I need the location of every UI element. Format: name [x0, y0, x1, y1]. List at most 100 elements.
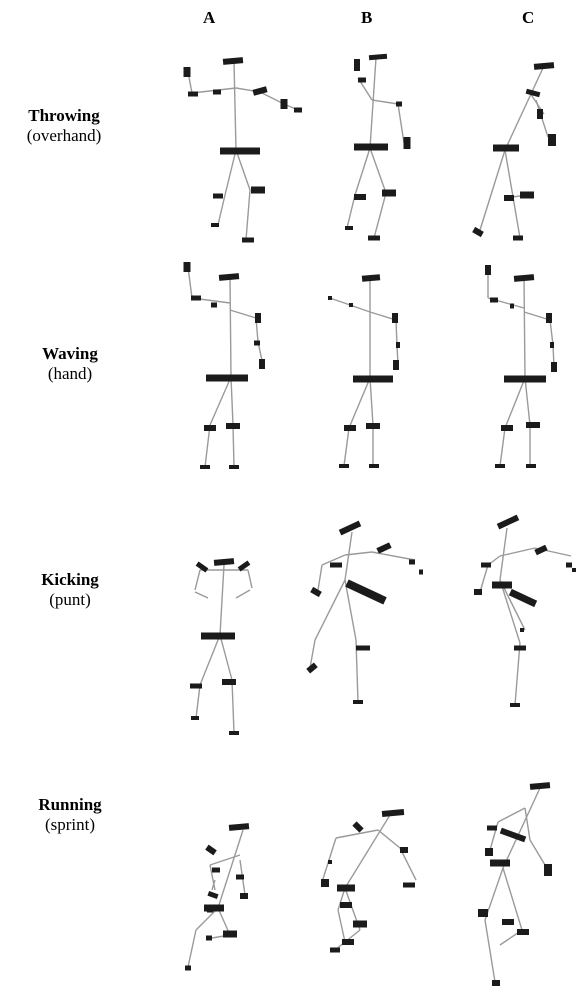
row-label-kicking-name: Kicking [41, 570, 99, 589]
joint-marker [207, 890, 219, 900]
bone-segment [497, 807, 526, 823]
bone-segment [479, 149, 506, 231]
joint-marker [280, 99, 288, 109]
joint-marker [201, 632, 235, 640]
bone-segment [194, 569, 201, 591]
joint-marker [382, 189, 396, 197]
joint-marker [403, 137, 411, 149]
bone-segment [187, 266, 193, 299]
bone-segment [369, 311, 397, 321]
joint-marker [492, 581, 512, 589]
joint-marker [213, 193, 223, 199]
joint-marker [485, 848, 493, 856]
bone-segment [549, 319, 554, 346]
joint-marker [222, 57, 244, 65]
joint-marker [255, 313, 261, 323]
bone-segment [369, 147, 387, 194]
joint-marker [354, 194, 366, 200]
bone-segment [514, 642, 521, 706]
joint-marker [206, 374, 248, 382]
bone-segment [369, 57, 377, 149]
bone-segment [309, 639, 316, 669]
bone-segment [204, 424, 211, 468]
joint-marker [520, 628, 524, 632]
bone-segment [395, 319, 398, 346]
joint-marker [205, 844, 217, 856]
bone-segment [229, 309, 257, 319]
bone-segment [217, 829, 244, 909]
bone-segment [524, 377, 531, 426]
bone-segment [231, 679, 235, 734]
bone-segment [235, 589, 251, 599]
bone-segment [199, 634, 221, 686]
joint-marker [493, 144, 519, 152]
joint-marker [366, 423, 380, 429]
bone-segment [369, 377, 374, 426]
joint-marker [353, 920, 367, 928]
joint-marker [328, 296, 332, 300]
bone-segment [479, 564, 489, 593]
joint-marker [393, 360, 399, 370]
joint-marker [353, 375, 393, 383]
figure-throwing-c [472, 62, 556, 241]
row-label-waving-name: Waving [42, 344, 98, 363]
joint-marker [396, 342, 400, 348]
bone-segment [499, 579, 521, 644]
joint-marker [223, 930, 237, 938]
bone-segment [209, 864, 216, 891]
row-label-running-sub: (sprint) [44, 815, 96, 834]
joint-marker [240, 893, 248, 899]
column-header-a: A [203, 8, 216, 27]
bone-segment [344, 579, 357, 641]
joint-marker [419, 569, 423, 575]
bone-segment [397, 103, 405, 144]
bone-segment [346, 194, 356, 229]
bone-segment [344, 551, 373, 556]
bone-segment [499, 427, 506, 467]
joint-marker [487, 825, 497, 831]
joint-marker [185, 965, 191, 971]
bone-segment [209, 376, 232, 426]
bone-segment [499, 547, 536, 557]
joint-marker [206, 935, 212, 941]
bone-segment [245, 189, 251, 241]
bone-segment [504, 67, 544, 151]
joint-marker [368, 53, 388, 61]
joint-marker [345, 579, 387, 605]
figure-running-b [321, 809, 417, 953]
bone-segment [377, 829, 401, 849]
joint-marker [342, 939, 354, 945]
bone-segment [484, 919, 496, 983]
joint-marker [226, 423, 240, 429]
bone-segment [524, 807, 531, 841]
joint-marker [502, 919, 514, 925]
bone-segment [337, 909, 346, 943]
bone-segment [502, 867, 523, 931]
joint-marker [349, 303, 353, 307]
joint-marker [330, 947, 340, 953]
joint-marker [526, 464, 536, 468]
joint-marker [537, 109, 543, 119]
joint-marker [218, 273, 240, 281]
joint-marker [572, 568, 576, 572]
bone-segment [314, 579, 346, 641]
bone-segment [217, 194, 226, 226]
bone-segment [187, 929, 197, 968]
joint-marker [358, 77, 366, 83]
bone-segment [230, 376, 234, 426]
row-label-kicking-sub: (punt) [49, 590, 91, 609]
bone-segment [373, 192, 387, 239]
joint-marker [220, 147, 260, 155]
joint-marker [354, 59, 360, 71]
joint-marker [200, 465, 210, 469]
joint-marker [548, 134, 556, 146]
joint-marker [485, 265, 491, 275]
bone-segment [321, 554, 346, 566]
joint-marker [376, 542, 392, 554]
bone-segment [344, 814, 391, 889]
bone-segment [335, 829, 379, 839]
joint-marker [204, 425, 216, 431]
figure-throwing-a [183, 57, 302, 243]
joint-marker [526, 422, 540, 428]
joint-marker [306, 662, 318, 674]
